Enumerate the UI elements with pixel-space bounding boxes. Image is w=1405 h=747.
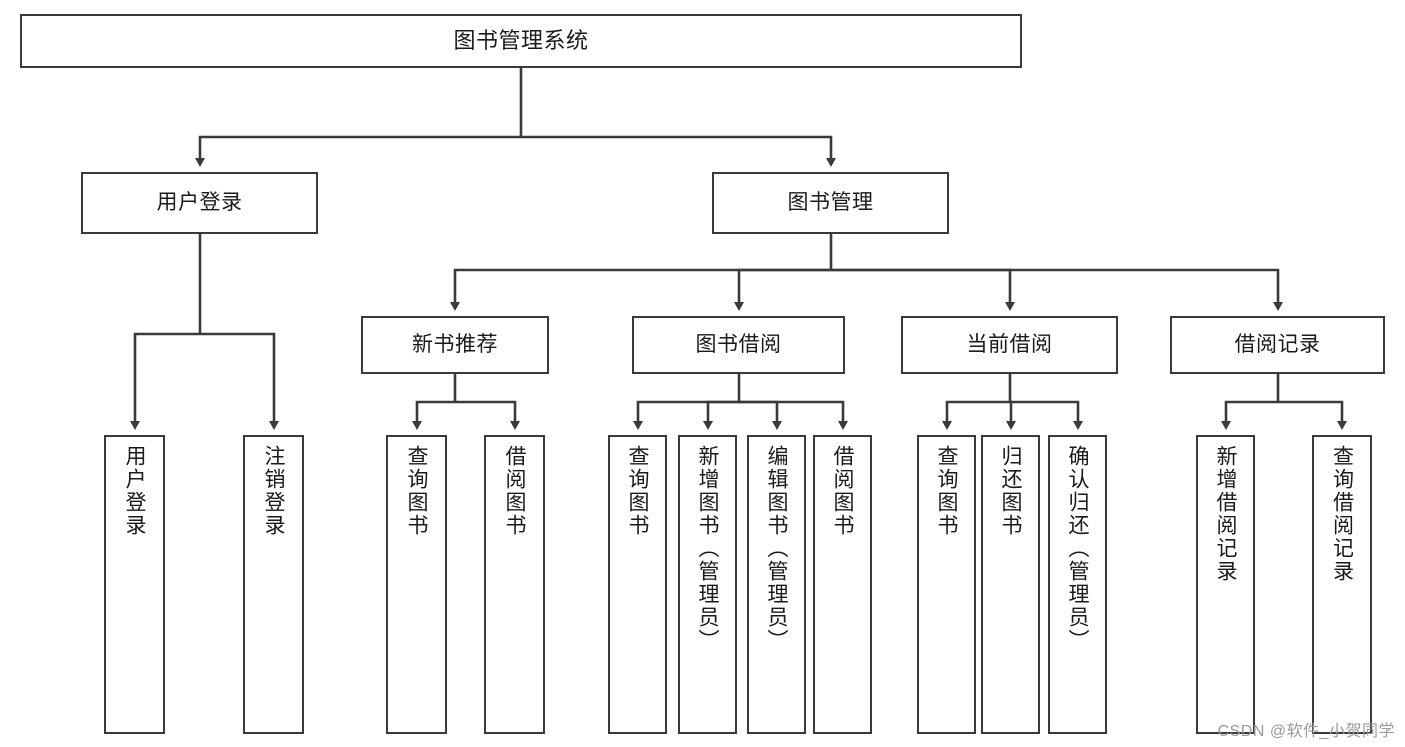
node-leaf-rec-query[interactable]: 查询图书 bbox=[386, 435, 447, 734]
edge-book-manage-to-book-borrow bbox=[734, 268, 831, 311]
edge-user-login-to-leaf-user-login bbox=[130, 332, 200, 430]
edge-user-login-to-leaf-user-logout bbox=[200, 332, 279, 430]
node-leaf-user-logout[interactable]: 注销登录 bbox=[243, 435, 304, 734]
edge-book-borrow-to-leaf-borrow-query bbox=[633, 400, 739, 430]
edge-borrow-record-to-leaf-rec-add bbox=[1221, 400, 1278, 430]
node-label-leaf-user-logout: 注销登录 bbox=[262, 445, 285, 537]
edge-new-book-rec-to-leaf-rec-query bbox=[412, 400, 455, 430]
node-label-leaf-borrow-edit: 编辑图书（管理员） bbox=[765, 445, 788, 652]
node-label-leaf-rec-query: 查询图书 bbox=[405, 445, 428, 537]
node-leaf-rec-add[interactable]: 新增借阅记录 bbox=[1196, 435, 1255, 734]
edge-book-manage-to-borrow-record bbox=[831, 268, 1283, 311]
node-label-user-login: 用户登录 bbox=[156, 190, 243, 214]
node-label-leaf-rec-search: 查询借阅记录 bbox=[1330, 445, 1354, 583]
edge-book-borrow-to-leaf-borrow-do bbox=[739, 400, 848, 430]
edge-book-borrow-to-leaf-borrow-edit bbox=[739, 400, 782, 430]
node-leaf-user-login[interactable]: 用户登录 bbox=[104, 435, 165, 734]
node-label-leaf-user-login: 用户登录 bbox=[123, 445, 146, 537]
node-label-borrow-record: 借阅记录 bbox=[1234, 332, 1321, 356]
edge-current-borrow-to-leaf-cur-confirm bbox=[1010, 400, 1083, 430]
edge-book-manage-to-current-borrow bbox=[831, 268, 1015, 311]
node-borrow-record[interactable]: 借阅记录 bbox=[1170, 316, 1385, 374]
node-leaf-cur-confirm[interactable]: 确认归还（管理员） bbox=[1048, 435, 1107, 734]
node-label-leaf-rec-add: 新增借阅记录 bbox=[1214, 445, 1237, 583]
node-new-book-rec[interactable]: 新书推荐 bbox=[361, 316, 549, 374]
node-label-book-borrow: 图书借阅 bbox=[695, 332, 782, 356]
node-book-manage[interactable]: 图书管理 bbox=[712, 172, 949, 234]
node-label-leaf-borrow-query: 查询图书 bbox=[626, 445, 649, 537]
edge-current-borrow-to-leaf-cur-return bbox=[1006, 400, 1016, 430]
node-label-current-borrow: 当前借阅 bbox=[966, 332, 1053, 356]
node-book-borrow[interactable]: 图书借阅 bbox=[632, 316, 845, 374]
node-label-new-book-rec: 新书推荐 bbox=[412, 332, 498, 356]
edge-current-borrow-to-leaf-cur-query bbox=[942, 400, 1010, 430]
node-current-borrow[interactable]: 当前借阅 bbox=[901, 316, 1118, 374]
watermark-text: CSDN @软件_小贺同学 bbox=[1217, 723, 1395, 740]
node-leaf-borrow-add[interactable]: 新增图书（管理员） bbox=[678, 435, 737, 734]
node-leaf-borrow-query[interactable]: 查询图书 bbox=[608, 435, 667, 734]
node-leaf-borrow-edit[interactable]: 编辑图书（管理员） bbox=[747, 435, 806, 734]
node-label-leaf-borrow-do: 借阅图书 bbox=[831, 445, 854, 537]
edge-root-to-book-manage bbox=[521, 135, 836, 167]
edge-book-borrow-to-leaf-borrow-add bbox=[703, 400, 739, 430]
node-leaf-borrow-do[interactable]: 借阅图书 bbox=[813, 435, 872, 734]
node-label-leaf-borrow-add: 新增图书（管理员） bbox=[696, 445, 719, 652]
node-root[interactable]: 图书管理系统 bbox=[20, 14, 1022, 68]
edge-borrow-record-to-leaf-rec-search bbox=[1278, 400, 1347, 430]
edge-new-book-rec-to-leaf-rec-borrow bbox=[455, 400, 520, 430]
node-leaf-cur-query[interactable]: 查询图书 bbox=[917, 435, 976, 734]
node-label-book-manage: 图书管理 bbox=[787, 190, 874, 214]
node-label-leaf-cur-query: 查询图书 bbox=[935, 445, 958, 537]
node-label-leaf-rec-borrow: 借阅图书 bbox=[503, 445, 526, 537]
node-user-login[interactable]: 用户登录 bbox=[81, 172, 318, 234]
node-leaf-rec-search[interactable]: 查询借阅记录 bbox=[1312, 435, 1372, 734]
node-leaf-rec-borrow[interactable]: 借阅图书 bbox=[484, 435, 545, 734]
edge-book-manage-to-new-book-rec bbox=[450, 268, 831, 311]
node-leaf-cur-return[interactable]: 归还图书 bbox=[981, 435, 1040, 734]
edge-root-to-user-login bbox=[195, 135, 521, 167]
node-label-leaf-cur-confirm: 确认归还（管理员） bbox=[1066, 445, 1089, 652]
node-label-root: 图书管理系统 bbox=[453, 28, 589, 54]
node-label-leaf-cur-return: 归还图书 bbox=[999, 445, 1022, 537]
